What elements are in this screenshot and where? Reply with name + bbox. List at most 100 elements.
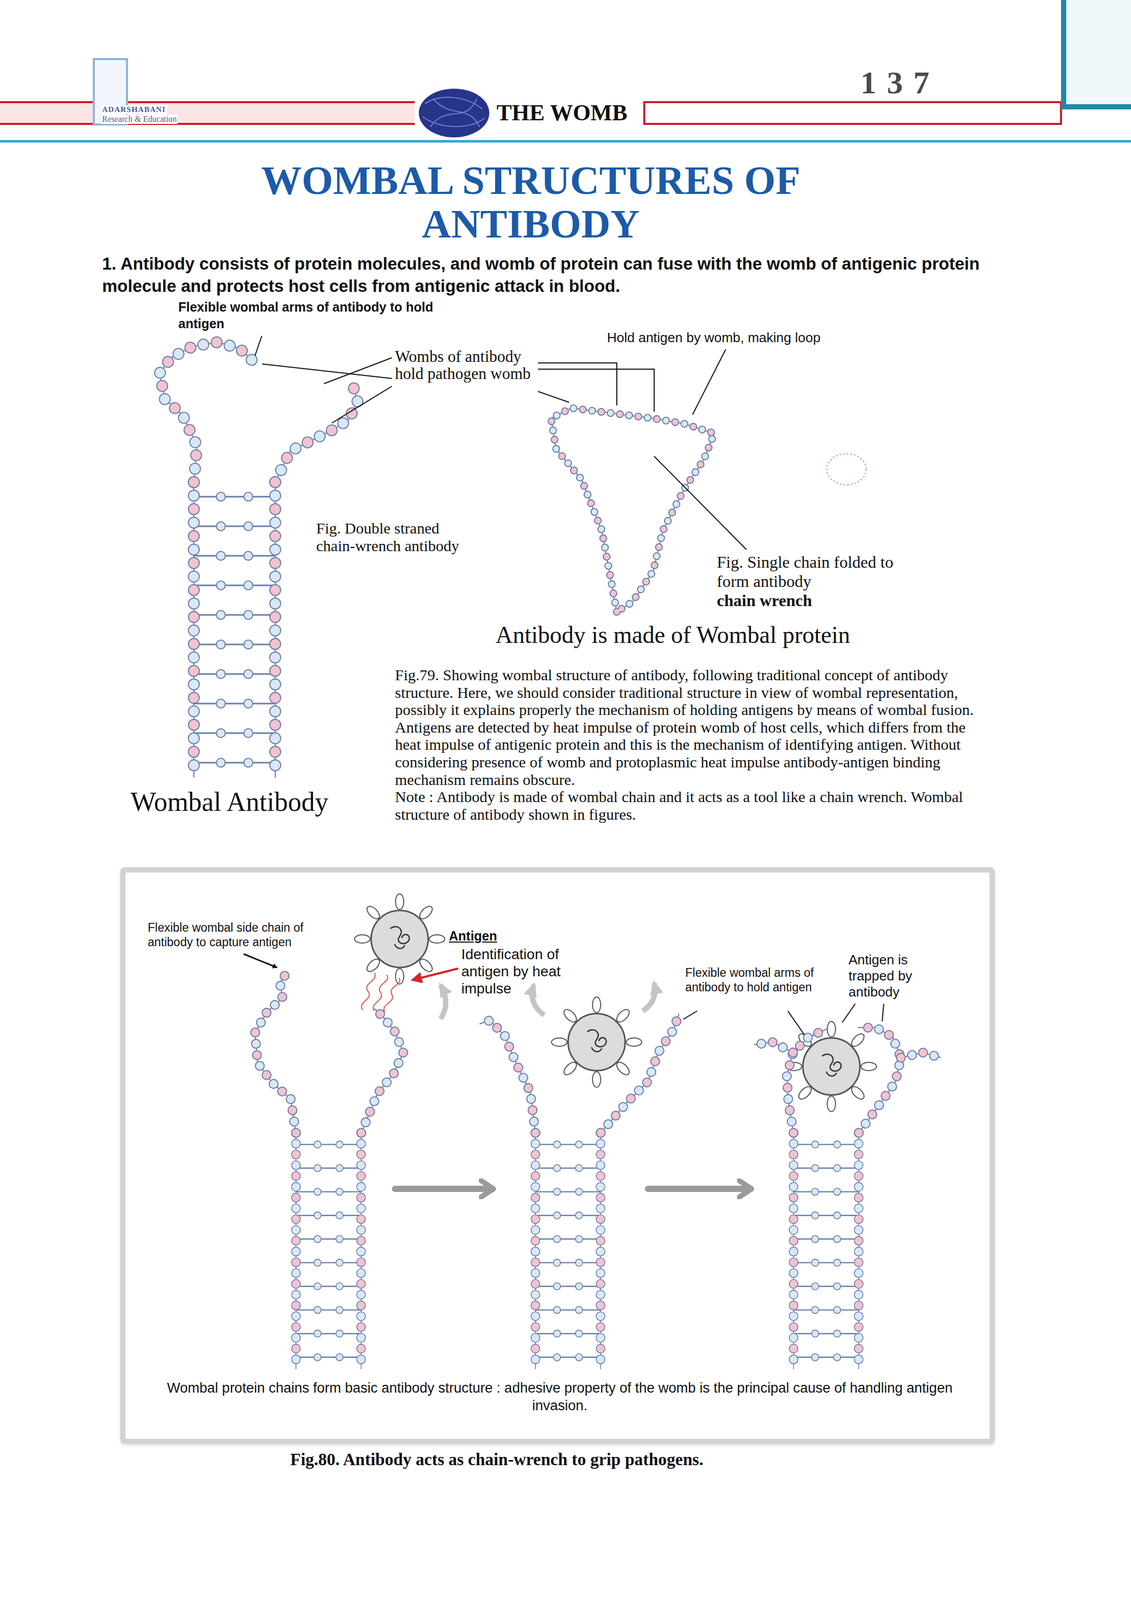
- figure-label: chain wrench: [716, 590, 812, 611]
- ladder-chain: [193, 482, 276, 778]
- figure-subheading: Antibody is made of Wombal protein: [495, 621, 851, 649]
- leader-line: [692, 349, 726, 415]
- arm-bead: [600, 1013, 680, 1133]
- leader-line: [262, 363, 392, 379]
- antigen-symbol: [354, 893, 445, 984]
- arm-bead: [479, 1020, 536, 1133]
- arm-bead: [786, 1028, 827, 1133]
- arm-bead: [159, 342, 256, 483]
- leader-line: [323, 357, 392, 384]
- womb-ball-scribble: [422, 97, 485, 127]
- arm-bead: [600, 1013, 680, 1133]
- leader-line: [787, 1010, 805, 1035]
- figure-heading: Wombal Antibody: [130, 786, 329, 817]
- leader-line: [331, 386, 392, 423]
- callout-label: Wombs of antibody hold pathogen womb: [394, 348, 536, 383]
- arm-bead: [275, 383, 358, 483]
- header-rule: [0, 122, 415, 125]
- arm-line: [479, 1020, 536, 1133]
- arm-bead: [754, 1041, 794, 1053]
- arm-bead: [786, 1028, 827, 1133]
- leader-line: [842, 1003, 856, 1023]
- callout-label: Flexible wombal arms of antibody to hold…: [178, 298, 461, 332]
- chain-bead: [550, 407, 715, 612]
- callout-label: Flexible wombal side chain of antibody t…: [147, 920, 327, 950]
- ladder-chain: [793, 1132, 859, 1369]
- arm-bead: [900, 1052, 941, 1058]
- page-number: 137: [860, 66, 940, 99]
- heat-wave: [384, 977, 401, 1012]
- single-chain: [550, 407, 715, 612]
- antibody-arm: [255, 973, 941, 1133]
- callout-label: Identification of antigen by heat impuls…: [461, 945, 589, 997]
- figure-panel: Flexible wombal side chain of antibody t…: [120, 867, 995, 1444]
- panel-caption: Wombal protein chains form basic antibod…: [155, 1378, 965, 1415]
- motion-arrow: [532, 984, 545, 1015]
- callout-label: Hold antigen by womb, making loop: [606, 329, 821, 346]
- arm-bead: [159, 342, 256, 483]
- arm-bead: [255, 973, 296, 1133]
- arm-bead: [361, 1008, 404, 1133]
- antigen-symbol: [551, 996, 642, 1087]
- arm-bead: [786, 1028, 827, 1133]
- womb-ball: [418, 88, 490, 138]
- arm-line: [361, 1008, 404, 1133]
- arm-bead: [754, 1041, 794, 1053]
- arm-bead: [275, 383, 358, 483]
- arm-bead: [900, 1052, 941, 1058]
- figure-label: Fig. Double straned chain-wrench antibod…: [316, 519, 467, 555]
- arm-bead: [255, 973, 296, 1133]
- arm-bead: [361, 1008, 404, 1133]
- chapter-heading: THE WOMB: [496, 100, 628, 126]
- arm-bead: [159, 342, 256, 483]
- chain-line: [550, 407, 715, 612]
- leader-line: [538, 369, 655, 412]
- arm-bead: [857, 1027, 901, 1133]
- chain-bead: [550, 407, 715, 612]
- figure-label: Fig. Single chain folded to form antibod…: [716, 552, 914, 591]
- page-title: WOMBAL STRUCTURES OF ANTIBODY: [219, 158, 842, 246]
- flow-arrow: [394, 1185, 493, 1192]
- arm-line: [159, 342, 256, 483]
- arm-bead: [857, 1027, 901, 1133]
- logo-name: ADARSHABANI: [101, 105, 167, 115]
- header-rule: [0, 101, 415, 104]
- leader-line: [882, 1003, 884, 1022]
- figure-note: Note : Antibody is made of wombal chain …: [394, 787, 992, 823]
- arm-bead: [479, 1020, 536, 1133]
- arm-line: [275, 383, 358, 483]
- arm-line: [857, 1027, 901, 1133]
- antigen-symbol: [786, 1021, 877, 1112]
- arm-line: [255, 973, 296, 1133]
- antigen-label: Antigen: [448, 927, 498, 944]
- flow-arrow: [647, 1185, 751, 1192]
- header-rule: [0, 139, 1131, 143]
- ladder-chain: [535, 1132, 601, 1369]
- arm-bead: [857, 1027, 901, 1133]
- leader-line: [538, 391, 570, 403]
- arm-bead: [479, 1020, 536, 1133]
- pointer-arrow: [243, 953, 277, 968]
- arm-line: [600, 1013, 680, 1133]
- arm-line: [900, 1052, 941, 1058]
- arm-line: [754, 1041, 794, 1053]
- arm-bead: [275, 383, 358, 483]
- leader-line: [683, 1010, 698, 1020]
- arm-bead: [361, 1008, 404, 1133]
- motion-arrow: [642, 982, 656, 1011]
- chain-bead: [550, 407, 715, 612]
- arm-bead: [255, 973, 296, 1133]
- page-tab: [1063, 0, 1131, 107]
- arm-bead: [600, 1013, 680, 1133]
- intro-paragraph: 1. Antibody consists of protein molecule…: [102, 252, 1015, 298]
- header-band: [644, 102, 1062, 124]
- figure-description: Fig.79. Showing wombal structure of anti…: [394, 666, 992, 788]
- callout-label: Flexible wombal arms of antibody to hold…: [685, 965, 830, 995]
- arm-line: [786, 1028, 827, 1133]
- arm-bead: [900, 1052, 941, 1058]
- header-band: [0, 102, 415, 124]
- leader-line: [654, 456, 747, 550]
- antibody-arm: [159, 342, 358, 483]
- loop-sketch: [826, 453, 867, 485]
